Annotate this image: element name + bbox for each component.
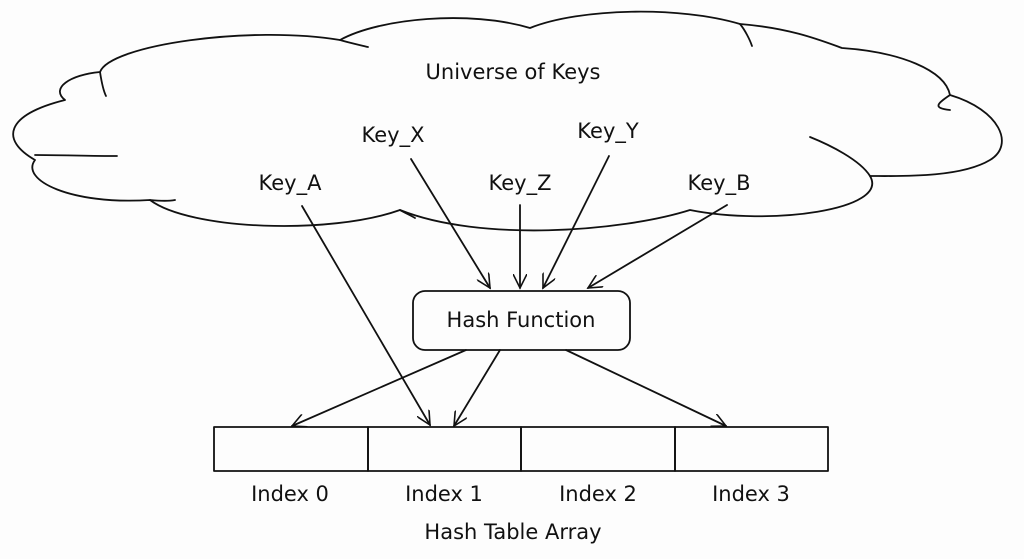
arrow-hash-to-index-0: [292, 349, 467, 426]
arrow-hash-to-index-1: [454, 349, 501, 426]
arrow-key-y-to-hash: [542, 155, 610, 288]
index-0-label: Index 0: [251, 482, 329, 506]
arrow-key-b-to-hash: [588, 204, 728, 288]
key-y-label: Key_Y: [577, 119, 639, 144]
arrow-key-a-to-index-1: [301, 205, 430, 425]
hash-function-label: Hash Function: [447, 308, 596, 332]
index-2-label: Index 2: [559, 482, 637, 506]
cloud-title: Universe of Keys: [426, 60, 601, 84]
array-title: Hash Table Array: [424, 520, 601, 544]
arrow-hash-to-index-3: [565, 349, 726, 426]
array-slot-2: [520, 426, 676, 472]
array-slot-1: [367, 426, 522, 472]
index-3-label: Index 3: [712, 482, 790, 506]
index-1-label: Index 1: [405, 482, 483, 506]
array-slot-0: [213, 426, 369, 472]
array-slot-3: [674, 426, 829, 472]
hash-table-array: [213, 426, 829, 472]
key-x-label: Key_X: [362, 123, 425, 148]
hash-function-box: [412, 290, 631, 351]
key-z-label: Key_Z: [489, 171, 552, 196]
arrow-key-x-to-hash: [410, 158, 490, 288]
key-a-label: Key_A: [259, 171, 323, 196]
cloud-shape: [12, 10, 1003, 232]
key-b-label: Key_B: [688, 171, 751, 196]
